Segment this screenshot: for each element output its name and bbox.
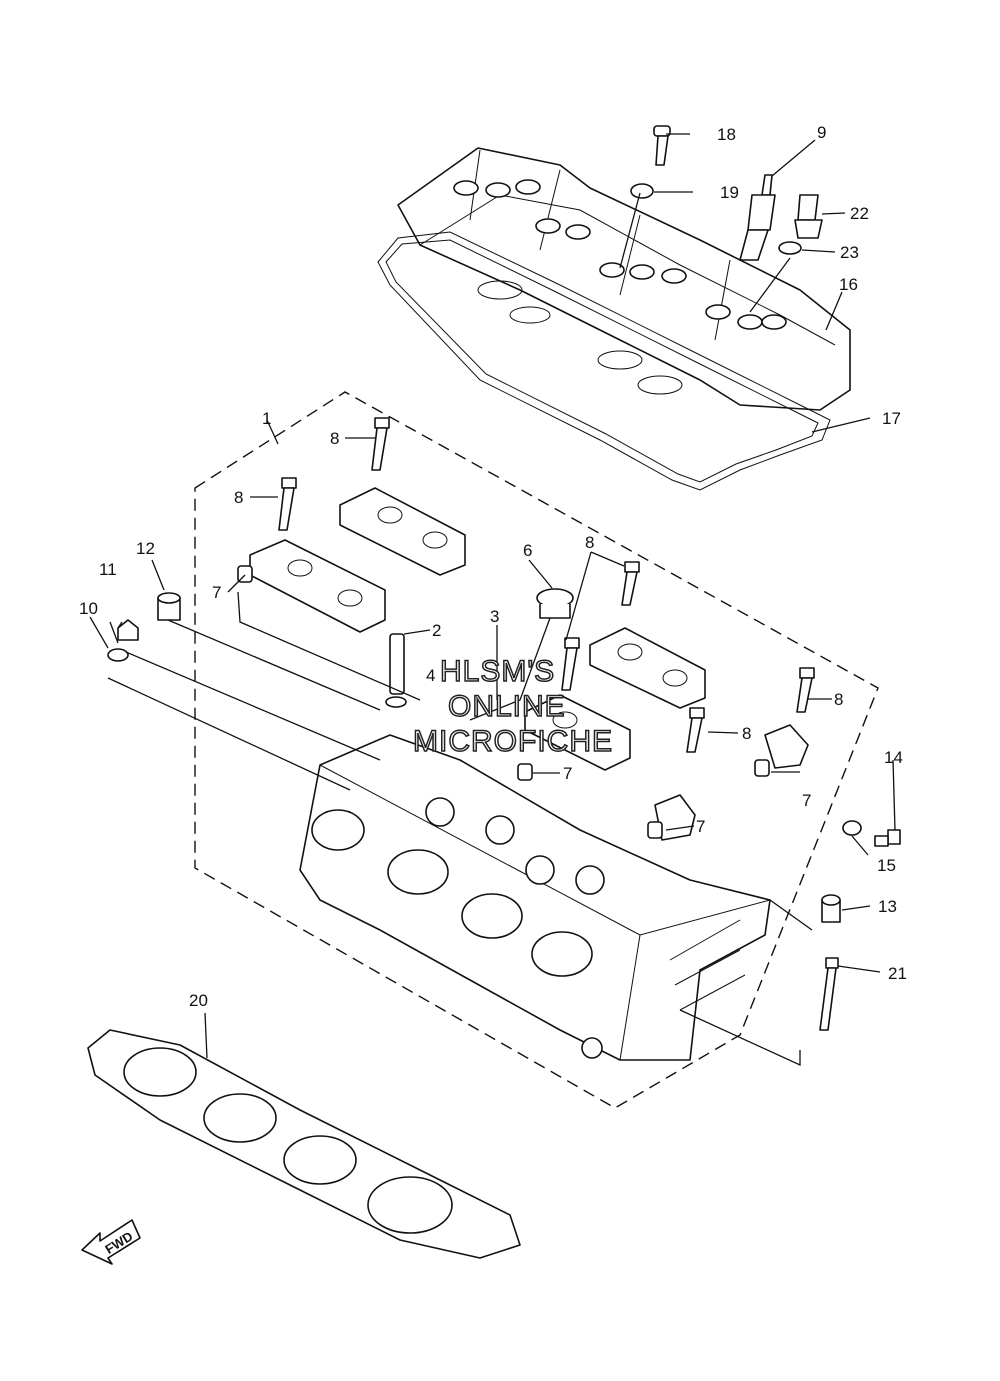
callout-15: 15 xyxy=(877,856,896,875)
camshaft-cap-left xyxy=(249,539,386,633)
spark-plug-9 xyxy=(739,174,776,261)
dowel-pin-7-c xyxy=(647,821,663,839)
callout-12: 12 xyxy=(136,539,155,558)
bolt-8-e xyxy=(686,707,705,753)
watermark-line-1: HLSM'S xyxy=(440,655,555,688)
bolt-8-c xyxy=(621,561,640,606)
callout-18: 18 xyxy=(717,125,736,144)
cover-gasket xyxy=(377,231,831,491)
callout-16: 16 xyxy=(839,275,858,294)
callout-14: 14 xyxy=(884,748,903,767)
plug-13 xyxy=(821,894,841,923)
callout-8-b: 8 xyxy=(234,488,243,507)
callout-8-a: 8 xyxy=(330,429,339,448)
bolt-8-b xyxy=(278,477,297,531)
callout-23: 23 xyxy=(840,243,859,262)
bolt-8-d xyxy=(561,637,580,691)
bolt-18 xyxy=(653,125,671,166)
leader-lines xyxy=(89,133,896,1067)
callout-8-e: 8 xyxy=(742,724,751,743)
callout-21: 21 xyxy=(888,964,907,983)
callout-17: 17 xyxy=(882,409,901,428)
camshaft-cap-right xyxy=(589,627,706,709)
cylinder-head xyxy=(299,734,771,1061)
callout-7-d: 7 xyxy=(802,791,811,810)
cylinder-head-cover xyxy=(397,147,851,411)
sensor-22 xyxy=(794,194,823,239)
callout-labels: 1 2 3 4 6 7 7 7 7 8 8 8 8 8 9 10 11 12 1… xyxy=(79,123,907,1010)
watermark-line-3: MICROFICHE xyxy=(413,725,613,758)
callout-19: 19 xyxy=(720,183,739,202)
callout-3: 3 xyxy=(490,607,499,626)
bolt-8-f xyxy=(796,667,815,713)
camshaft-cap-upper xyxy=(339,487,466,576)
callout-13: 13 xyxy=(878,897,897,916)
bolt-14 xyxy=(874,829,901,847)
cylinder-head-assembly-outline xyxy=(194,391,879,1109)
stud-bolt-21 xyxy=(819,957,839,1031)
plug-12 xyxy=(157,592,181,621)
head-gasket xyxy=(87,1029,521,1259)
callout-2: 2 xyxy=(432,621,441,640)
bolt-8-a xyxy=(371,417,390,471)
callout-1: 1 xyxy=(262,409,271,428)
callout-7-a: 7 xyxy=(212,583,221,602)
callout-7-c: 7 xyxy=(696,817,705,836)
watermark: HLSM'S ONLINE MICROFICHE xyxy=(412,654,613,759)
callout-22: 22 xyxy=(850,204,869,223)
callout-8-d: 8 xyxy=(834,690,843,709)
dowel-pin-7-d xyxy=(754,759,770,777)
cam-cap-single-b xyxy=(764,724,809,769)
callout-6: 6 xyxy=(523,541,532,560)
grommet-19 xyxy=(630,183,654,199)
callout-9: 9 xyxy=(817,123,826,142)
o-ring-15 xyxy=(842,820,862,836)
nut-11 xyxy=(117,619,139,641)
callout-7-b: 7 xyxy=(563,764,572,783)
callout-8-c: 8 xyxy=(585,533,594,552)
callout-4: 4 xyxy=(426,666,435,685)
watermark-line-2: ONLINE xyxy=(448,690,566,723)
dowel-pin-7-b xyxy=(517,763,533,781)
washer-10 xyxy=(107,648,129,662)
callout-10: 10 xyxy=(79,599,98,618)
valve-guide-2 xyxy=(385,633,407,708)
camshaft-cap-center xyxy=(524,694,631,771)
callout-20: 20 xyxy=(189,991,208,1010)
oil-plug-6 xyxy=(536,588,574,619)
gasket-23 xyxy=(778,241,802,255)
forward-arrow-icon: FWD xyxy=(81,1219,141,1265)
callout-11: 11 xyxy=(99,560,117,579)
